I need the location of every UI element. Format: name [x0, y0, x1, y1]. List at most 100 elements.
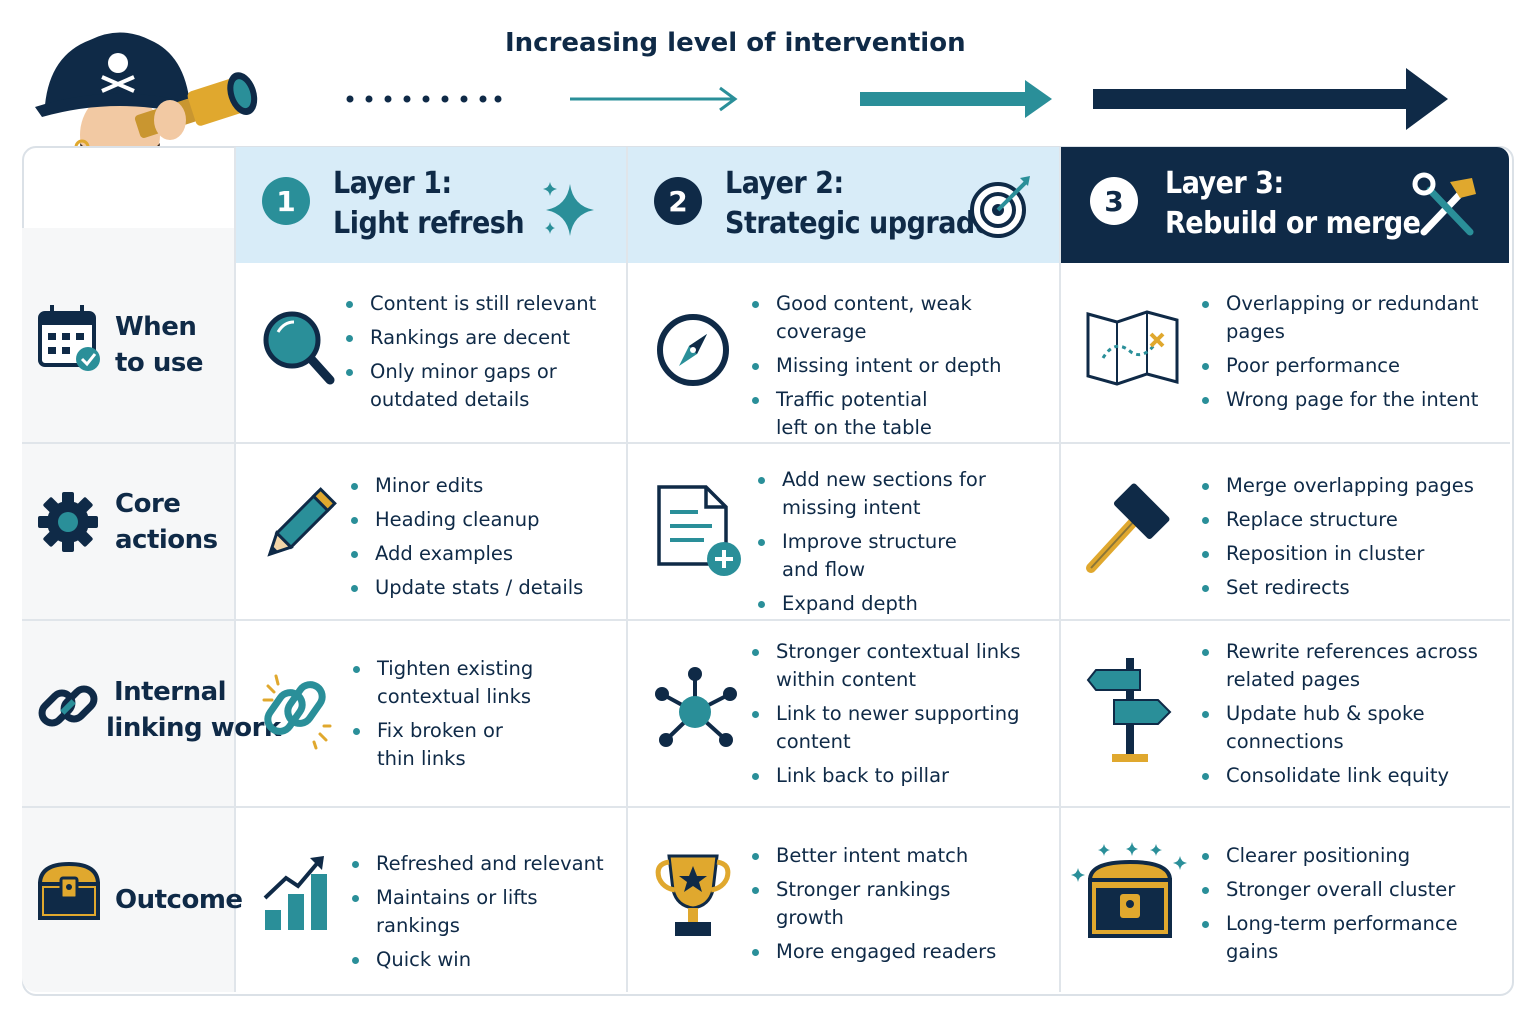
layer3-number-badge: 3: [1090, 177, 1138, 225]
bullet-item: Set redirects: [1200, 574, 1500, 602]
row-label-when-line1: When: [115, 312, 197, 342]
row-label-linking-line2: linking work: [106, 713, 281, 743]
chain-link-icon: [262, 674, 332, 750]
bullet-item: Stronger rankings growth: [750, 876, 1040, 932]
col-divider-2: [626, 147, 628, 992]
hammer-icon: [1086, 483, 1170, 573]
layer3-title: Layer 3: Rebuild or merge: [1165, 164, 1421, 244]
row-label-outcome: Outcome: [115, 885, 243, 915]
thin-arrow: [570, 86, 738, 112]
calendar-check-icon: [38, 305, 100, 371]
bullet-item: Merge overlapping pages: [1200, 472, 1500, 500]
bullet-item: Consolidate link equity: [1200, 762, 1500, 790]
bullet-item: Quick win: [350, 946, 620, 974]
bullet-item: Add new sections for missing intent: [756, 466, 1046, 522]
row-divider-1: [22, 442, 1510, 444]
bullet-item: Rankings are decent: [344, 324, 614, 352]
medium-arrow: [860, 80, 1052, 118]
row-label-linking-line1: Internal: [114, 677, 227, 707]
bullet-item: Missing intent or depth: [750, 352, 1050, 380]
row-label-internal-linking: Internal linking work: [106, 674, 281, 746]
target-icon: [970, 176, 1030, 238]
table-frame: [22, 146, 1514, 996]
col-divider-3: [1059, 147, 1061, 992]
bullet-item: Add examples: [349, 540, 619, 568]
bullet-item: Rewrite references across related pages: [1200, 638, 1500, 694]
treasure-chest-icon: [37, 861, 101, 920]
layer1-title-line1: Layer 1:: [333, 166, 452, 201]
col-divider-1: [234, 147, 236, 992]
bullet-item: Only minor gaps or outdated details: [344, 358, 614, 414]
bullet-item: Traffic potential left on the table: [750, 386, 1050, 442]
row-divider-2: [22, 619, 1510, 621]
cell-links-layer2: Stronger contextual links within content…: [750, 638, 1050, 796]
bullet-item: Wrong page for the intent: [1200, 386, 1500, 414]
bullet-item: Link to newer supporting content: [750, 700, 1050, 756]
bullet-item: Update stats / details: [349, 574, 619, 602]
row-label-core-actions: Core actions: [115, 486, 218, 558]
row-label-core-line2: actions: [115, 525, 218, 555]
layer2-title: Layer 2: Strategic upgrade: [725, 164, 993, 244]
network-hub-icon: [655, 667, 737, 747]
document-add-icon: [657, 485, 741, 576]
bullet-item: Better intent match: [750, 842, 1040, 870]
layer1-title: Layer 1: Light refresh: [333, 164, 525, 244]
layer1-number-badge: 1: [262, 177, 310, 225]
bullet-item: Heading cleanup: [349, 506, 619, 534]
bullet-item: Replace structure: [1200, 506, 1500, 534]
bullet-item: Refreshed and relevant: [350, 850, 620, 878]
thick-arrow: [1093, 68, 1448, 130]
bullet-item: Stronger overall cluster: [1200, 876, 1500, 904]
row-label-when: When to use: [115, 309, 203, 381]
bullet-item: Reposition in cluster: [1200, 540, 1500, 568]
layer2-number-badge: 2: [654, 177, 702, 225]
row-label-when-line2: to use: [115, 348, 203, 378]
bullet-item: Expand depth: [756, 590, 1046, 618]
gear-icon: [38, 492, 98, 552]
trophy-icon: [655, 854, 731, 936]
pencil-icon: [267, 487, 337, 557]
bullet-item: Long-term performance gains: [1200, 910, 1500, 966]
layer3-title-line1: Layer 3:: [1165, 166, 1284, 201]
treasure-chest-open-icon: [1071, 842, 1187, 938]
layer3-title-line2: Rebuild or merge: [1165, 206, 1421, 241]
magnifier-icon: [263, 311, 335, 385]
treasure-map-icon: [1086, 310, 1179, 386]
tools-icon: [1412, 172, 1476, 236]
bullet-item: Overlapping or redundant pages: [1200, 290, 1500, 346]
intervention-arrows: [346, 68, 1448, 130]
bullet-item: Content is still relevant: [344, 290, 614, 318]
compass-icon: [657, 314, 729, 386]
bullet-item: Improve structure and flow: [756, 528, 1046, 584]
row-divider-3: [22, 806, 1510, 808]
bullet-item: Stronger contextual links within content: [750, 638, 1050, 694]
bullet-item: More engaged readers: [750, 938, 1040, 966]
layer2-title-line1: Layer 2:: [725, 166, 844, 201]
bullet-item: Maintains or lifts rankings: [350, 884, 620, 940]
signpost-icon: [1086, 658, 1172, 762]
bullet-item: Good content, weak coverage: [750, 290, 1050, 346]
sparkle-icon: [543, 182, 594, 236]
row-label-core-line1: Core: [115, 489, 181, 519]
bullet-item: Minor edits: [349, 472, 619, 500]
bullet-item: Poor performance: [1200, 352, 1500, 380]
diagram-title: Increasing level of intervention: [505, 28, 966, 58]
link-icon: [38, 685, 98, 727]
dotted-line: [346, 95, 502, 103]
layer2-title-line2: Strategic upgrade: [725, 206, 993, 241]
bullet-item: Clearer positioning: [1200, 842, 1500, 870]
bullet-item: Link back to pillar: [750, 762, 1050, 790]
bullet-item: Update hub & spoke connections: [1200, 700, 1500, 756]
bullet-item: Fix broken or thin links: [351, 717, 611, 773]
